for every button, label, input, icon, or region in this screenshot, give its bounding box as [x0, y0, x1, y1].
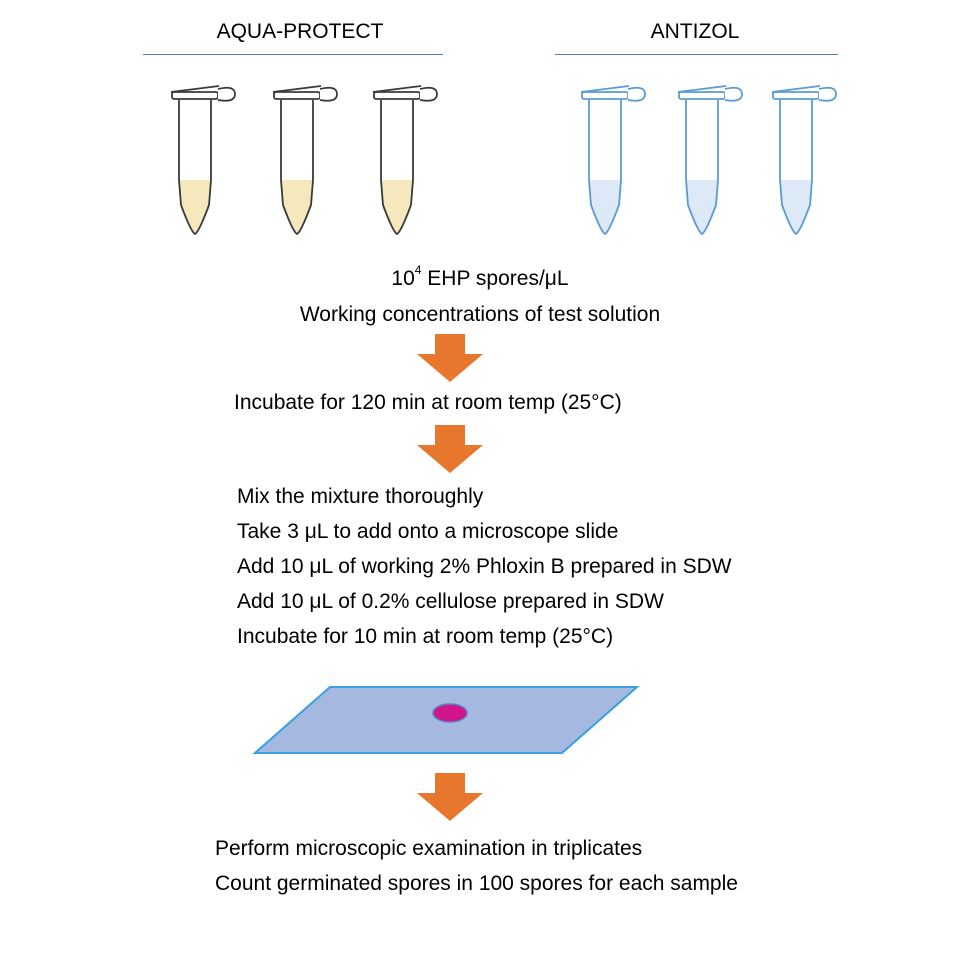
- prep-step: Mix the mixture thoroughly: [237, 485, 484, 508]
- flow-arrow-3: [417, 773, 483, 821]
- tube-liquid: [780, 180, 812, 234]
- tube-lid-tab: [818, 86, 837, 102]
- tube-lid: [580, 85, 630, 93]
- tube-lid-tab: [217, 86, 236, 102]
- prep-step: Take 3 μL to add onto a microscope slide: [237, 520, 619, 543]
- tube-body: [380, 100, 414, 236]
- tube-lid-tab: [419, 86, 438, 102]
- tube-lid: [372, 85, 422, 93]
- flow-arrow-3-shape: [417, 773, 483, 821]
- tube-body: [685, 100, 719, 236]
- prep-steps-list: Mix the mixture thoroughly Take 3 μL to …: [237, 482, 732, 657]
- final-step: Perform microscopic examination in tripl…: [215, 837, 643, 860]
- tube-body: [178, 100, 212, 236]
- flow-arrow-1-shape: [417, 334, 483, 382]
- tube-lid-tab: [724, 86, 743, 102]
- microtube: [272, 85, 338, 236]
- prep-step: Add 10 μL of working 2% Phloxin B prepar…: [237, 555, 732, 578]
- microtube: [677, 85, 743, 236]
- microtube: [771, 85, 837, 236]
- flow-arrow-1: [417, 334, 483, 382]
- group-label-aqua-protect: AQUA-PROTECT: [216, 20, 384, 43]
- tube-lid-tab: [319, 86, 338, 102]
- group-rule-aqua-protect: [143, 54, 443, 55]
- microtube: [170, 85, 236, 236]
- final-step: Count germinated spores in 100 spores fo…: [215, 872, 738, 895]
- tube-lid: [677, 85, 727, 93]
- group-rule-antizol: [555, 54, 838, 55]
- microtube: [580, 85, 646, 236]
- tube-liquid: [381, 180, 413, 234]
- microtube: [372, 85, 438, 236]
- tube-lid: [272, 85, 322, 93]
- working-concentration-label: Working concentrations of test solution: [299, 303, 661, 326]
- tube-liquid: [281, 180, 313, 234]
- tube-liquid: [589, 180, 621, 234]
- stained-drop: [432, 703, 468, 723]
- tube-liquid: [686, 180, 718, 234]
- final-steps-list: Perform microscopic examination in tripl…: [215, 834, 738, 904]
- flow-arrow-2-shape: [417, 425, 483, 473]
- prep-step: Incubate for 10 min at room temp (25°C): [237, 625, 614, 648]
- spore-base: 10: [391, 267, 415, 290]
- spore-unit: EHP spores/μL: [421, 267, 569, 290]
- flow-arrow-2: [417, 425, 483, 473]
- tube-lid-tab: [627, 86, 646, 102]
- tube-lid: [170, 85, 220, 93]
- prep-step: Add 10 μL of 0.2% cellulose prepared in …: [237, 590, 664, 613]
- tube-liquid: [179, 180, 211, 234]
- incubate-120-label: Incubate for 120 min at room temp (25°C): [234, 391, 622, 414]
- tube-body: [779, 100, 813, 236]
- tube-lid: [771, 85, 821, 93]
- spore-exponent: 4: [414, 263, 422, 277]
- tube-body: [588, 100, 622, 236]
- spore-concentration-label: 104 EHP spores/μL: [280, 264, 680, 291]
- group-label-antizol: ANTIZOL: [650, 20, 740, 43]
- tube-body: [280, 100, 314, 236]
